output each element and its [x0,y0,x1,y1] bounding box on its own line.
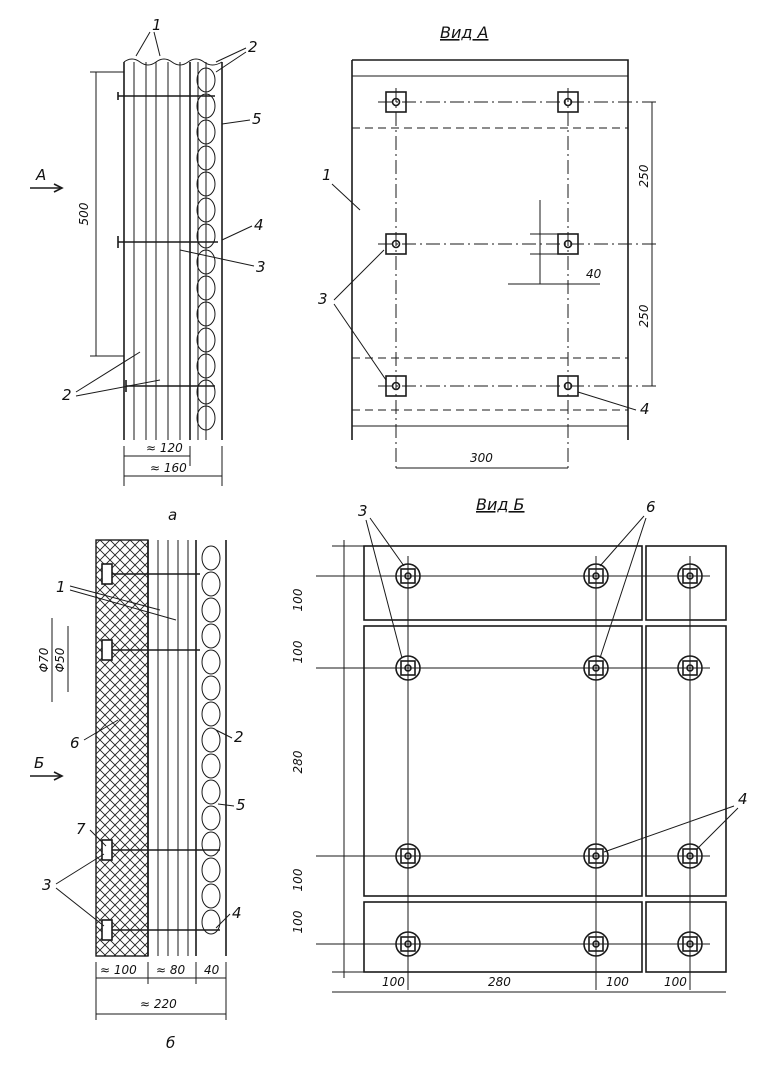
view-b-arrow-label: Б [34,754,44,772]
callout-1: 1 [152,16,162,34]
view-a-bolts [385,91,579,397]
callout-3: 3 [256,258,266,276]
callout-va-3: 3 [318,290,328,308]
callout-b-5: 5 [236,796,246,814]
view-a-arrow-label: А [35,166,46,184]
callout-b-2: 2 [234,728,244,746]
view-a-title: Вид А [440,23,488,42]
dim-a-height: 500 [77,202,91,225]
callout-va-1: 1 [322,166,332,184]
caption-b: б [166,1034,175,1052]
callout-b-7: 7 [76,820,86,838]
dim-b-40: 40 [204,963,220,977]
callout-5: 5 [252,110,262,128]
section-a: 500 А ≈ 120 ≈ 160 1 2 5 4 3 2 а [30,16,266,524]
dim-va-250-bottom: 250 [637,304,651,327]
callout-4: 4 [254,216,264,234]
callout-b-4: 4 [232,904,242,922]
dim-b-100: ≈ 100 [100,963,137,977]
dim-vb-100-h3: 100 [664,975,687,989]
dim-b-220: ≈ 220 [140,997,177,1011]
dim-vb-100-h1: 100 [382,975,405,989]
view-b-bolts [316,556,710,990]
dim-vb-100-3: 100 [291,868,305,891]
callout-2: 2 [248,38,258,56]
dim-vb-100-h2: 100 [606,975,629,989]
dim-a-w120: ≈ 120 [146,441,183,455]
view-b-title: Вид Б [476,495,525,514]
anchor-bolts [117,92,218,392]
callout-b-6: 6 [70,734,80,752]
view-b: Вид Б [291,495,748,993]
dim-vb-280: 280 [291,750,305,773]
section-b: Φ70 Φ50 Б ≈ 100 ≈ 80 40 ≈ 220 1 6 2 5 7 … [30,539,246,1052]
dim-b-phi50: Φ50 [53,647,67,672]
insulation-layer-b [201,545,221,935]
dim-b-phi70: Φ70 [37,647,51,672]
dim-vb-100-4: 100 [291,910,305,933]
dim-va-40: 40 [586,267,602,281]
callout-b-1: 1 [56,578,66,596]
callout-vb-6: 6 [646,498,656,516]
dim-va-250-top: 250 [637,164,651,187]
callout-2b: 2 [62,386,72,404]
anchor-bolts-b [101,563,220,941]
dim-b-80: ≈ 80 [156,963,186,977]
dim-vb-280-h: 280 [488,975,511,989]
dim-vb-100-1: 100 [291,588,305,611]
dim-a-w160: ≈ 160 [150,461,187,475]
caption-a: а [168,506,177,524]
callout-b-3: 3 [42,876,52,894]
callout-vb-4: 4 [738,790,748,808]
callout-va-4: 4 [640,400,650,418]
dim-va-300: 300 [470,451,493,465]
insulation-layer [196,67,216,431]
view-a: Вид А 250 250 40 [318,23,660,470]
dim-vb-100-2: 100 [291,640,305,663]
callout-vb-3: 3 [358,502,368,520]
